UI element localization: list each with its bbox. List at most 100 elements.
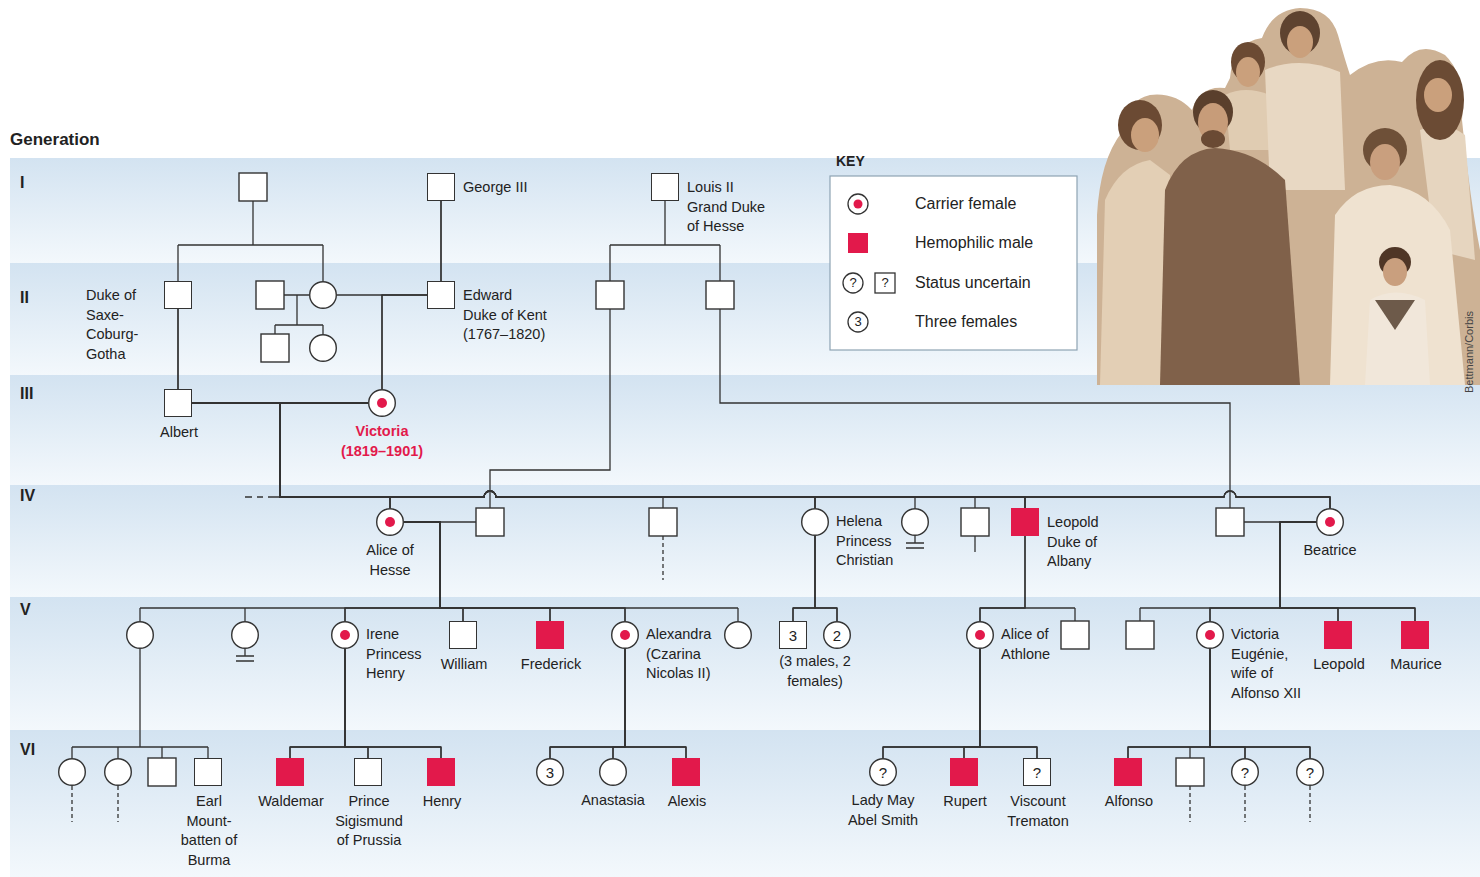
pedigree-connector <box>404 522 625 621</box>
pedigree-square: Leopold Duke of Albany <box>1011 508 1039 536</box>
photo-dress <box>1100 160 1170 385</box>
circle-shape <box>1197 622 1224 649</box>
person-label: Alice of Hesse <box>355 541 425 580</box>
photo-face <box>1131 118 1159 152</box>
circle-outline <box>376 508 404 536</box>
photo-beard <box>1201 130 1225 148</box>
circle-shape <box>802 509 829 536</box>
male-symbol <box>476 508 504 536</box>
person-label: Alexandra (Czarina Nicolas II) <box>646 625 718 684</box>
pedigree-circle: Irene Princess Henry <box>331 621 359 649</box>
sibship-note: (3 males, 2 females) <box>775 652 855 691</box>
male-symbol <box>649 508 677 536</box>
legend-text: Three females <box>915 312 1017 332</box>
pedigree-connector <box>280 403 1025 508</box>
pedigree-square: Maurice <box>1401 621 1429 649</box>
unnamed-individuals <box>59 173 1244 786</box>
person-label: Viscount Trematon <box>1001 792 1075 831</box>
photo-face <box>1424 78 1452 112</box>
pedigree-connector <box>192 403 1025 508</box>
pedigree-circle: Anastasia <box>599 758 627 786</box>
pedigree-connector <box>1210 522 1316 621</box>
carrier-dot <box>620 630 630 640</box>
person-label: Maurice <box>1384 655 1448 675</box>
photo-credit: Bettmann/Corbis <box>1462 302 1476 402</box>
male-symbol <box>706 281 734 309</box>
pedigree-square: George III <box>427 173 455 201</box>
carrier-dot <box>1205 630 1215 640</box>
pedigree-circle: Alice of Athlone <box>966 621 994 649</box>
band <box>10 730 1480 877</box>
circle-shape <box>824 622 851 649</box>
female-symbol <box>232 622 259 649</box>
carrier-dot <box>377 398 387 408</box>
male-symbol <box>596 281 624 309</box>
pedigree-connector <box>404 522 463 621</box>
pedigree-connector <box>345 522 440 621</box>
pedigree-square: Alfonso <box>1114 758 1142 786</box>
dashed-line <box>72 536 1310 822</box>
person-label: Lady May Abel Smith <box>843 791 923 830</box>
pedigree-square: Prince Sigismund of Prussia <box>354 758 382 786</box>
person-label: Irene Princess Henry <box>366 625 428 684</box>
pedigree-circle: ? <box>1231 758 1259 786</box>
person-label: Helena Princess Christian <box>836 512 906 571</box>
photo-face <box>1236 57 1260 87</box>
count-mark: 3 <box>848 312 868 332</box>
circle-outline <box>599 758 627 786</box>
pedigree-connector <box>1280 522 1338 621</box>
pedigree-square: William <box>449 621 477 649</box>
photo-face <box>1370 144 1400 180</box>
male-symbol <box>1126 621 1154 649</box>
pedigree-circle: Helena Princess Christian <box>801 508 829 536</box>
pedigree-square: Alexis <box>672 758 700 786</box>
pedigree-connector <box>1280 522 1415 621</box>
pedigree-square: ?Viscount Trematon <box>1023 758 1051 786</box>
photo-hair <box>1416 60 1464 140</box>
person-label: Frederick <box>514 655 588 675</box>
carrier-dot <box>340 630 350 640</box>
uncertain-male-sample <box>875 273 895 293</box>
pedigree-square: Earl Mount-batten of Burma <box>194 758 222 786</box>
male-symbol <box>261 334 289 362</box>
symbol-text: ? <box>1024 759 1050 785</box>
pedigree-square: Frederick <box>536 621 564 649</box>
pedigree-connector <box>345 649 368 758</box>
person-label: Albert <box>149 423 209 443</box>
person-label: Leopold <box>1307 655 1371 675</box>
pedigree-connector <box>280 403 1330 508</box>
female-symbol <box>59 759 86 786</box>
pedigree-square: Leopold <box>1324 621 1352 649</box>
carrier-dot <box>975 630 985 640</box>
band <box>10 485 1480 597</box>
photo-sailor-suit <box>1365 293 1430 386</box>
generation-number: IV <box>20 486 35 506</box>
uncertain-female-sample <box>843 273 863 293</box>
pedigree-circle: ? <box>1296 758 1324 786</box>
circle-outline <box>801 508 829 536</box>
person-label: Duke of Saxe-Coburg-Gotha <box>86 286 148 364</box>
circle-outline <box>966 621 994 649</box>
carrier-dot <box>385 517 395 527</box>
generation-number: V <box>20 600 31 620</box>
key-frame <box>830 176 1077 350</box>
photo-ground <box>1097 8 1480 385</box>
family-photo <box>1097 8 1480 385</box>
circle-shape <box>332 622 359 649</box>
pedigree-connector <box>280 403 815 508</box>
pedigree-lines <box>72 201 1415 822</box>
person-label: Louis II Grand Duke of Hesse <box>687 178 772 237</box>
generation-number: II <box>20 288 29 308</box>
pedigree-square: Duke of Saxe-Coburg-Gotha <box>164 281 192 309</box>
circle-shape <box>369 390 396 417</box>
circle-shape <box>1317 509 1344 536</box>
circle-shape <box>377 509 404 536</box>
female-symbol <box>310 282 337 309</box>
circle-outline <box>1316 508 1344 536</box>
pedigree-connector <box>404 522 550 621</box>
pedigree-connector <box>290 649 345 758</box>
circle-outline <box>1196 621 1224 649</box>
symbol-text: 2 <box>823 621 851 649</box>
symbol-text: ? <box>1231 758 1259 786</box>
